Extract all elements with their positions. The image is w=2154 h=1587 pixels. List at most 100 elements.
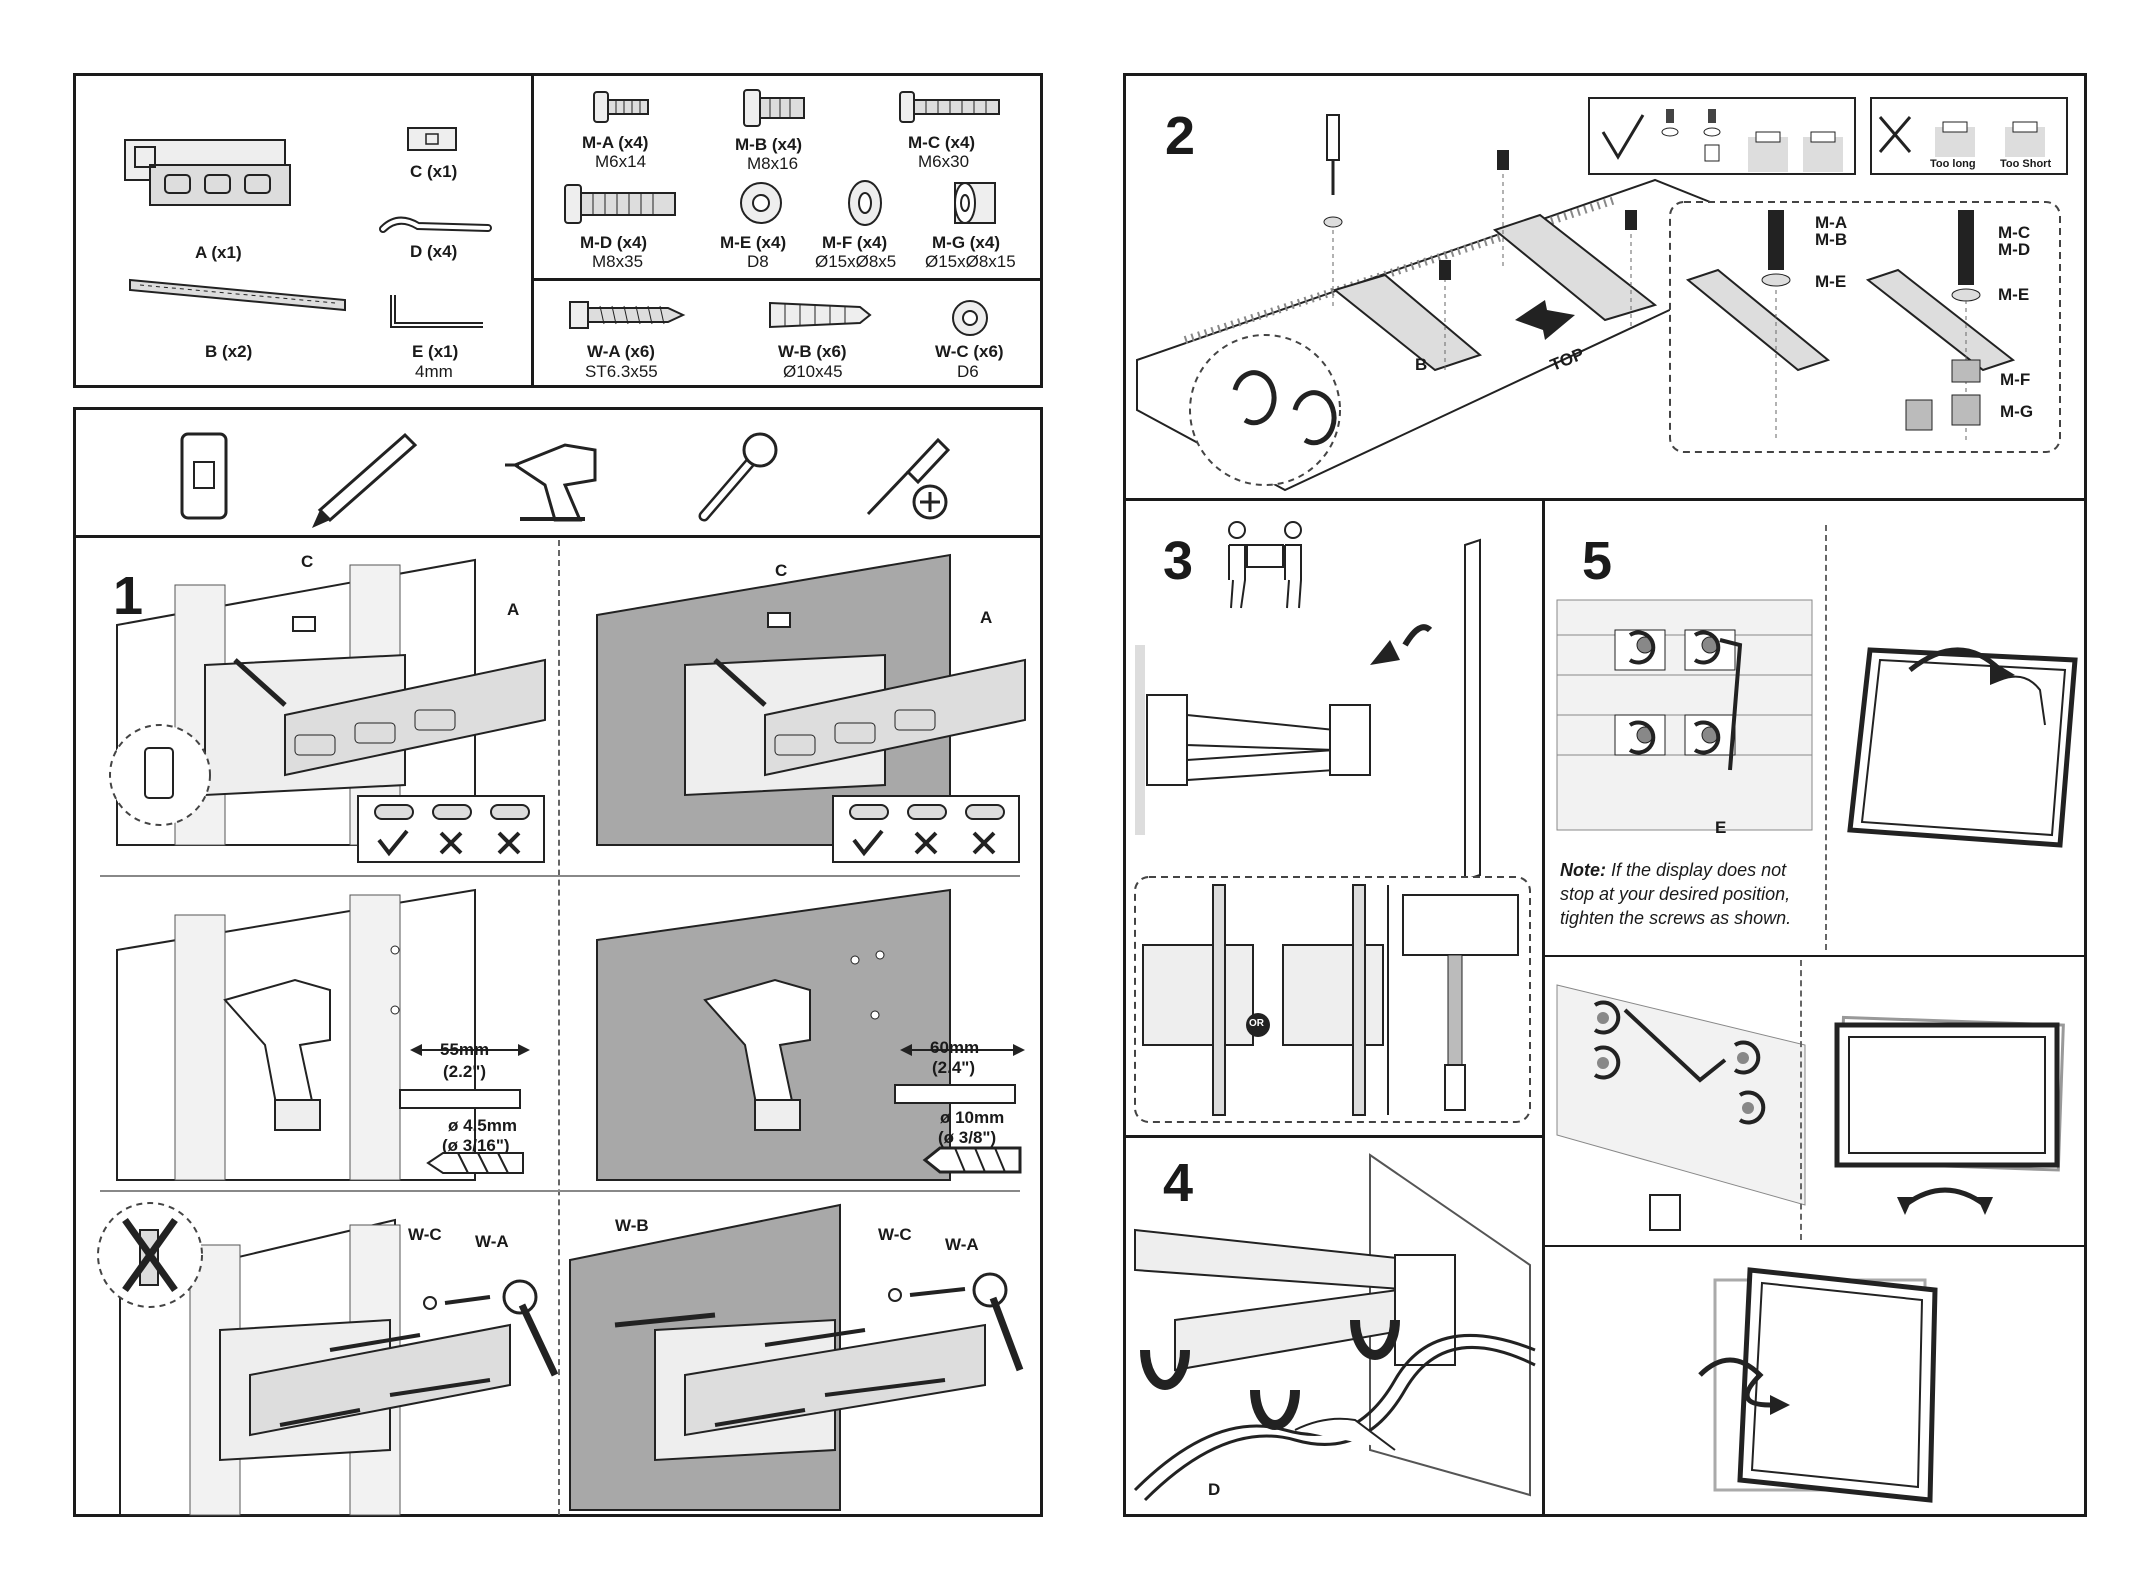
- part-a-label: A (x1): [195, 243, 242, 262]
- screw-length-incorrect-check: [1870, 97, 2068, 175]
- part-wb-size: Ø10x45: [783, 362, 843, 381]
- part-b-bracket-arm-icon: [129, 278, 346, 312]
- stud-finder-icon: [180, 432, 228, 520]
- concrete-spacing-mm: 60mm: [930, 1038, 980, 1057]
- step2-callout-mb: M-B: [1815, 230, 1848, 249]
- part-ma-size: M6x14: [595, 152, 647, 171]
- step1-callout-a-concrete: A: [980, 608, 993, 627]
- part-me-size: D8: [747, 252, 769, 271]
- wood-spacing-dimension: [410, 1044, 530, 1056]
- step5-divider-1: [1542, 955, 2087, 957]
- wood-drill-size-in: (ø 3/16"): [442, 1136, 510, 1155]
- cable-management-illustration: [1133, 1153, 1536, 1502]
- step3-5-vertical-divider: [1542, 498, 1545, 1517]
- step5-divider-dashed-top: [1825, 525, 1827, 950]
- part-mg-label: M-G (x4): [932, 233, 1000, 252]
- screwdriver-icon: [866, 437, 951, 520]
- step1-number: 1: [113, 566, 144, 626]
- step2-screw-detail-box: [1669, 201, 2061, 453]
- part-b-label: B (x2): [205, 342, 253, 361]
- part-wc-size: D6: [957, 362, 979, 381]
- parts-divider-vertical: [531, 73, 534, 388]
- part-a-wall-plate-icon: [124, 139, 291, 206]
- step3-or-label: OR: [1249, 1018, 1264, 1029]
- part-e-size: 4mm: [415, 362, 453, 381]
- step1-row-separator-1: [100, 875, 1020, 877]
- wood-slot-position-check: [357, 795, 545, 863]
- step4-callout-d: D: [1208, 1480, 1221, 1499]
- wrench-icon: [698, 432, 778, 522]
- part-md-size: M8x35: [592, 252, 644, 271]
- wood-drill-bit-icon: [399, 1089, 521, 1109]
- steps-panel-right: [1123, 73, 2087, 1517]
- step1-row-separator-2: [100, 1190, 1020, 1192]
- too-short-label: Too Short: [2000, 158, 2052, 170]
- tilt-screw-adjustment-illustration: [1556, 599, 1813, 831]
- part-mb-screw-icon: [743, 89, 805, 127]
- swivel-display-illustration: [1834, 1015, 2065, 1215]
- wood-wall-bolting-illustration: [97, 1202, 559, 1516]
- step2-callout-md: M-D: [1998, 240, 2031, 259]
- step1-callout-wc-concrete: W-C: [878, 1225, 912, 1244]
- step2-callout-mc: M-C: [1998, 223, 2031, 242]
- part-d-label: D (x4): [410, 242, 458, 261]
- step2-callout-me-right: M-E: [1998, 285, 2030, 304]
- part-md-screw-icon: [564, 184, 676, 224]
- step1-callout-wa-wood: W-A: [475, 1232, 509, 1251]
- concrete-slot-position-check: [832, 795, 1020, 863]
- wood-wall-bracket-illustration: [109, 558, 546, 846]
- wood-drill-size-mm: ø 4.5mm: [448, 1116, 517, 1135]
- part-mf-spacer-icon: [848, 180, 882, 226]
- step1-callout-c-wood: C: [301, 552, 314, 571]
- tv-hanging-on-arm-illustration: [1135, 538, 1481, 882]
- step1-callout-wa-concrete: W-A: [945, 1235, 979, 1254]
- screw-length-correct-check: [1588, 97, 1856, 175]
- drill-icon: [505, 443, 597, 522]
- part-wb-label: W-B (x6): [778, 342, 847, 361]
- part-mb-label: M-B (x4): [735, 135, 803, 154]
- step1-callout-wc-wood: W-C: [408, 1225, 442, 1244]
- part-mf-label: M-F (x4): [822, 233, 888, 252]
- step2-callout-me-left: M-E: [1815, 272, 1847, 291]
- concrete-drill-bit-icon: [894, 1084, 1016, 1104]
- part-c-label: C (x1): [410, 162, 458, 181]
- concrete-wall-bolting-illustration: [569, 1203, 1024, 1511]
- concrete-drill-size-mm: ø 10mm: [940, 1108, 1005, 1127]
- wood-drill-bit-threaded-icon: [426, 1152, 524, 1174]
- too-long-label: Too long: [1930, 158, 1976, 170]
- two-person-lift-icon: [1228, 521, 1302, 609]
- step1-wood-concrete-divider: [558, 540, 560, 1515]
- part-wa-size: ST6.3x55: [585, 362, 658, 381]
- concrete-drill-size-in: (ø 3/8"): [938, 1128, 997, 1147]
- step1-callout-wb-concrete: W-B: [615, 1216, 649, 1235]
- wood-wall-drilling-illustration: [116, 888, 476, 1181]
- concrete-spacing-dimension: [900, 1044, 1025, 1056]
- part-me-washer-icon: [740, 182, 782, 224]
- part-me-label: M-E (x4): [720, 233, 787, 252]
- concrete-drill-bit-threaded-icon: [922, 1146, 1022, 1174]
- step5-callout-e: E: [1715, 818, 1727, 837]
- concrete-spacing-in: (2.4"): [932, 1058, 976, 1077]
- step2-callout-b: B: [1415, 355, 1428, 374]
- step2-callout-mg: M-G: [2000, 402, 2034, 421]
- tilt-display-illustration: [1847, 647, 2078, 848]
- part-d-cable-tie-icon: [379, 216, 492, 233]
- step5-divider-dashed-middle: [1800, 960, 1802, 1240]
- step3-number: 3: [1163, 531, 1194, 591]
- part-md-label: M-D (x4): [580, 233, 648, 252]
- step5-note-label: Note:: [1560, 860, 1606, 880]
- step1-callout-a-wood: A: [507, 600, 520, 619]
- part-wa-lag-bolt-icon: [569, 301, 686, 329]
- parts-divider-horizontal: [531, 278, 1043, 281]
- step5-note: Note: If the display does not stop at yo…: [1560, 858, 1820, 930]
- step2-bottom-divider: [1123, 498, 2087, 501]
- step4-number: 4: [1163, 1153, 1194, 1213]
- tools-divider: [73, 535, 1043, 538]
- step2-number: 2: [1165, 106, 1196, 166]
- part-ma-screw-icon: [593, 91, 649, 123]
- part-mg-spacer-icon: [954, 182, 996, 224]
- part-mg-size: Ø15xØ8x15: [925, 252, 1016, 271]
- part-mc-size: M6x30: [918, 152, 970, 171]
- part-e-label: E (x1): [412, 342, 459, 361]
- step3-detail-box: [1134, 876, 1531, 1123]
